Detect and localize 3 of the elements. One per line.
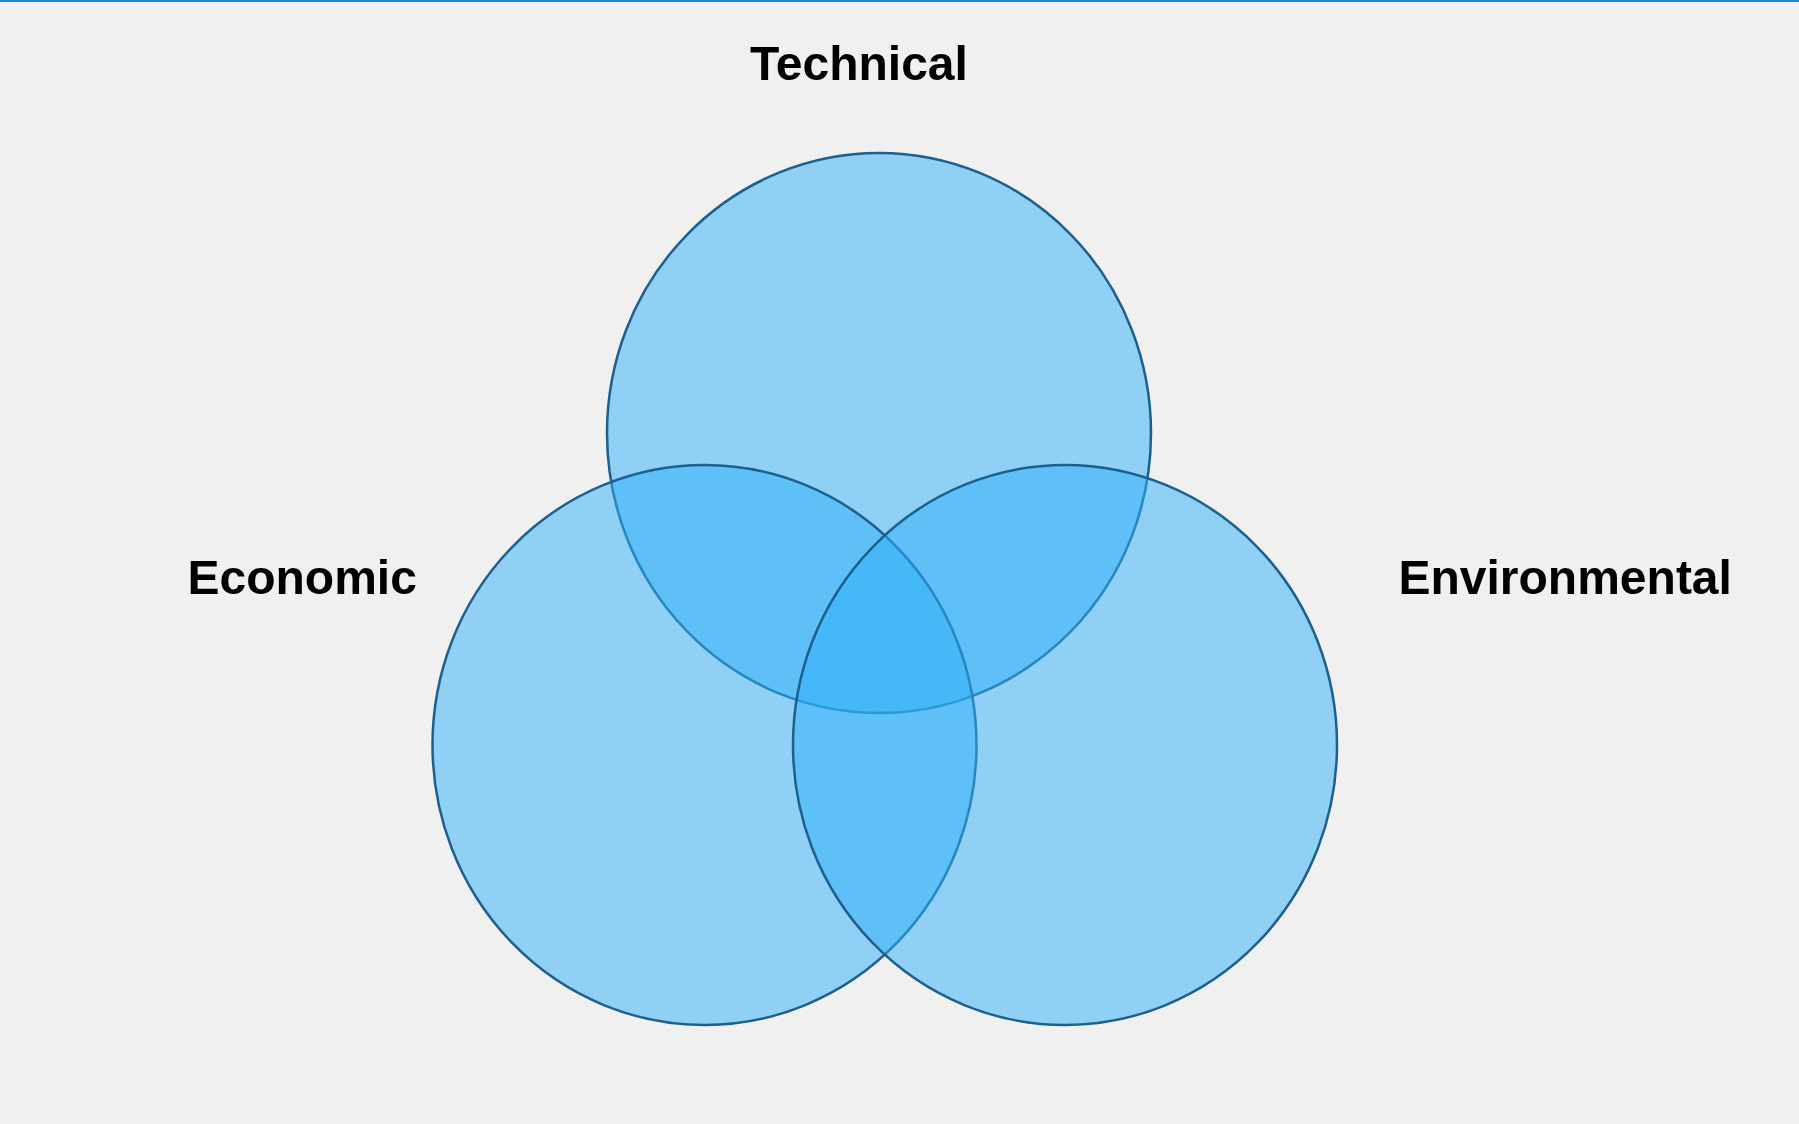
set-label: Technical — [750, 36, 968, 92]
set-label: Environmental — [1398, 550, 1732, 606]
set-label: Economic — [187, 550, 417, 606]
